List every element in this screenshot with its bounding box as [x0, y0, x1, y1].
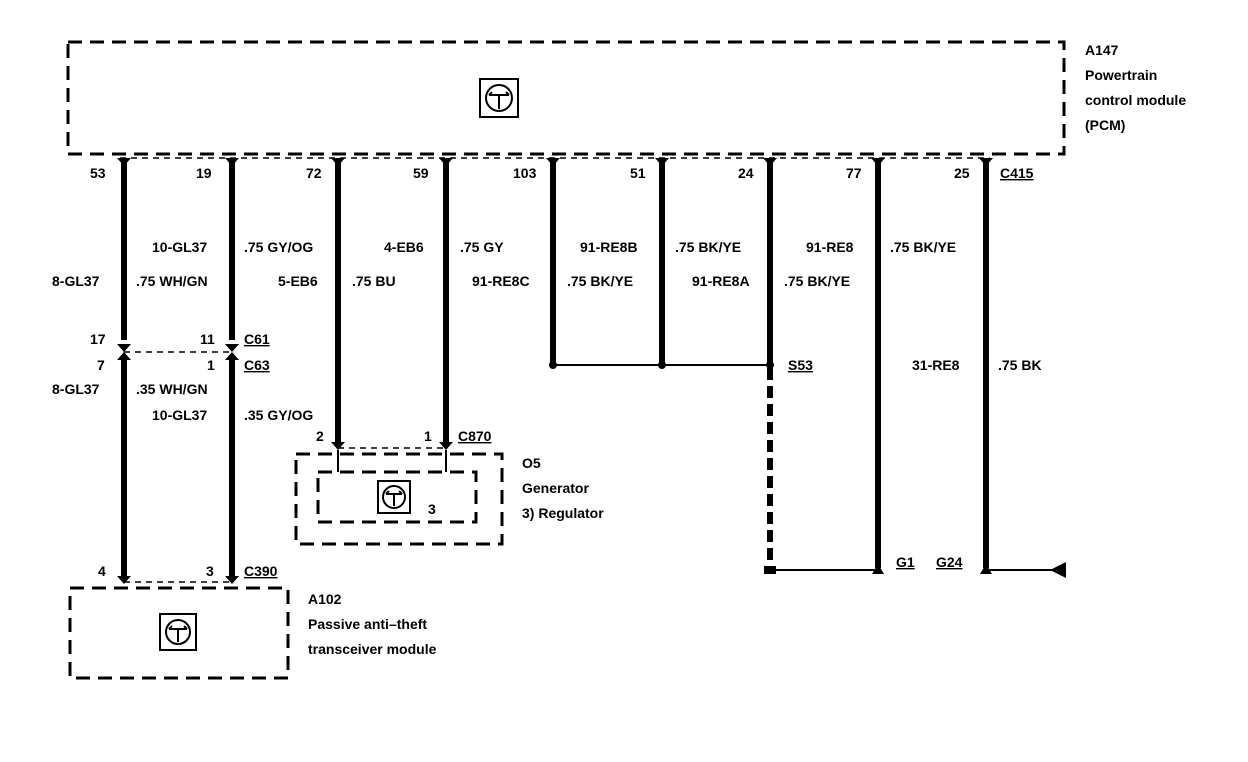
pin-72: 72: [306, 165, 322, 181]
pin-53: 53: [90, 165, 106, 181]
connector-c415-label: C415: [1000, 165, 1034, 181]
pcm-module-icon: [479, 78, 519, 118]
ground-g1-label: G1: [896, 554, 915, 570]
wire-103-label-b: 91-RE8C: [472, 273, 530, 289]
lower-label-2: .35 WH/GN: [136, 381, 208, 397]
pats-module-icon: [159, 613, 197, 651]
regulator-inner-box: [316, 470, 478, 524]
wire-77-label-a: 91-RE8: [806, 239, 854, 255]
pcm-module-box: [66, 40, 1066, 156]
wire-59-label-b: .75 BU: [352, 273, 396, 289]
wire-25-label-a: .75 BK/YE: [890, 239, 956, 255]
pats-id: A102: [308, 591, 342, 607]
splice-dot-103: [549, 361, 557, 369]
wire-59-label-a: 4-EB6: [384, 239, 424, 255]
wire-24-label-a: .75 BK/YE: [675, 239, 741, 255]
pats-name-line1: Passive anti–theft: [308, 616, 427, 632]
generator-module-icon: [377, 480, 411, 514]
c870-pin-2: 2: [316, 428, 324, 444]
pin-103: 103: [513, 165, 537, 181]
c61-pin-11: 11: [200, 331, 215, 347]
splice-dot-51: [658, 361, 666, 369]
wire-72-label-a: .75 GY/OG: [244, 239, 313, 255]
pin-51: 51: [630, 165, 646, 181]
pcm-name-line3: (PCM): [1085, 117, 1125, 133]
wire-51-label-a: 91-RE8B: [580, 239, 638, 255]
wire-24-label-b: 91-RE8A: [692, 273, 750, 289]
wire-53-label: 8-GL37: [52, 273, 100, 289]
pin-77: 77: [846, 165, 862, 181]
lower-label-1: 8-GL37: [52, 381, 100, 397]
connector-c870-label: C870: [458, 428, 492, 444]
wire-72-label-b: 5-EB6: [278, 273, 318, 289]
wire-19-label-a: 10-GL37: [152, 239, 207, 255]
generator-id: O5: [522, 455, 541, 471]
ground-g24-label: G24: [936, 554, 963, 570]
generator-outer-box: [294, 452, 504, 546]
regulator-note: 3) Regulator: [522, 505, 604, 521]
wire-19-label-b: .75 WH/GN: [136, 273, 208, 289]
pin-25: 25: [954, 165, 970, 181]
pats-name-line2: transceiver module: [308, 641, 437, 657]
pcm-name-line2: control module: [1085, 92, 1186, 108]
pin-59: 59: [413, 165, 429, 181]
c390-pin-3: 3: [206, 563, 214, 579]
connector-c63-label: C63: [244, 357, 270, 373]
regulator-internal-label: 3: [428, 501, 436, 517]
pcm-name-line1: Powertrain: [1085, 67, 1157, 83]
wire-77-label-c: 31-RE8: [912, 357, 960, 373]
ground-g24-arrow-icon: [1050, 562, 1066, 578]
pin-arrow-markers: [117, 158, 993, 166]
lower-label-4: .35 GY/OG: [244, 407, 313, 423]
splice-s53-label: S53: [788, 357, 813, 373]
c390-arrows: [117, 576, 239, 584]
connector-c61-label: C61: [244, 331, 270, 347]
pin-24: 24: [738, 165, 754, 181]
pin-19: 19: [196, 165, 212, 181]
pcm-id: A147: [1085, 42, 1119, 58]
c870-pin-1: 1: [424, 428, 432, 444]
c61-c63-arrows: [117, 344, 239, 360]
wire-25-label-b: .75 BK: [998, 357, 1042, 373]
wire-51-label-b: .75 BK/YE: [567, 273, 633, 289]
c390-pin-4: 4: [98, 563, 106, 579]
connector-c390-label: C390: [244, 563, 278, 579]
splice-dot-24: [766, 361, 774, 369]
generator-name: Generator: [522, 480, 589, 496]
c63-pin-7: 7: [97, 357, 105, 373]
wire-77-label-b: .75 BK/YE: [784, 273, 850, 289]
c61-pin-17: 17: [90, 331, 106, 347]
c870-arrows: [331, 442, 453, 450]
c63-pin-1: 1: [207, 357, 215, 373]
lower-label-3: 10-GL37: [152, 407, 207, 423]
wire-103-label-a: .75 GY: [460, 239, 504, 255]
